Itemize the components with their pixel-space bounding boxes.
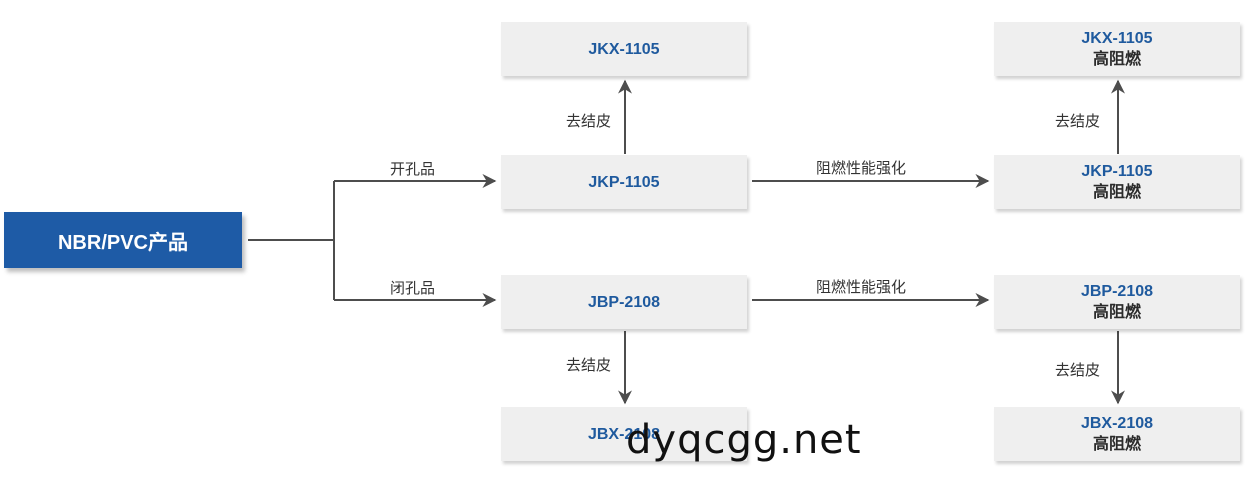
node-code: JKP-1105 xyxy=(1081,163,1153,180)
node-jkp-1105: JKP-1105 xyxy=(501,155,747,209)
node-code: JKX-1105 xyxy=(588,40,660,58)
node-jkx-1105-high-fr: JKX-1105 高阻燃 xyxy=(994,22,1240,76)
node-subtitle: 高阻燃 xyxy=(1092,51,1141,68)
node-jbx-2108: JBX-2108 xyxy=(501,407,747,461)
root-node-label: NBR/PVC产品 xyxy=(57,231,188,254)
node-code: JKX-1105 xyxy=(1081,30,1153,47)
root-node-nbr-pvc: NBR/PVC产品 xyxy=(4,212,242,268)
edge-label-flame-retardant-top: 阻燃性能强化 xyxy=(816,160,907,177)
branch-label-closed: 闭孔品 xyxy=(390,280,436,297)
node-code: JBP-2108 xyxy=(1080,283,1154,300)
node-code: JBX-2108 xyxy=(1080,415,1154,432)
node-jbp-2108-high-fr: JBP-2108 高阻燃 xyxy=(994,275,1240,329)
branch-label-open: 开孔品 xyxy=(390,161,436,178)
node-jkx-1105: JKX-1105 xyxy=(501,22,747,76)
node-code: JKP-1105 xyxy=(588,173,660,191)
edge-label-flame-retardant-bottom: 阻燃性能强化 xyxy=(816,279,907,296)
node-subtitle: 高阻燃 xyxy=(1092,184,1141,201)
node-code: JBX-2108 xyxy=(587,425,661,443)
edge-label-skin-removal-top-right: 去结皮 xyxy=(1055,113,1101,130)
edge-label-skin-removal-bottom-right: 去结皮 xyxy=(1055,362,1101,379)
edge-label-skin-removal-top-left: 去结皮 xyxy=(566,113,612,130)
node-jkp-1105-high-fr: JKP-1105 高阻燃 xyxy=(994,155,1240,209)
node-code: JBP-2108 xyxy=(587,293,661,311)
node-jbp-2108: JBP-2108 xyxy=(501,275,747,329)
node-subtitle: 高阻燃 xyxy=(1092,436,1141,453)
node-jbx-2108-high-fr: JBX-2108 高阻燃 xyxy=(994,407,1240,461)
edge-label-skin-removal-bottom-left: 去结皮 xyxy=(566,357,612,374)
node-subtitle: 高阻燃 xyxy=(1092,304,1141,321)
watermark-text: dyqcgg.net xyxy=(626,417,862,463)
